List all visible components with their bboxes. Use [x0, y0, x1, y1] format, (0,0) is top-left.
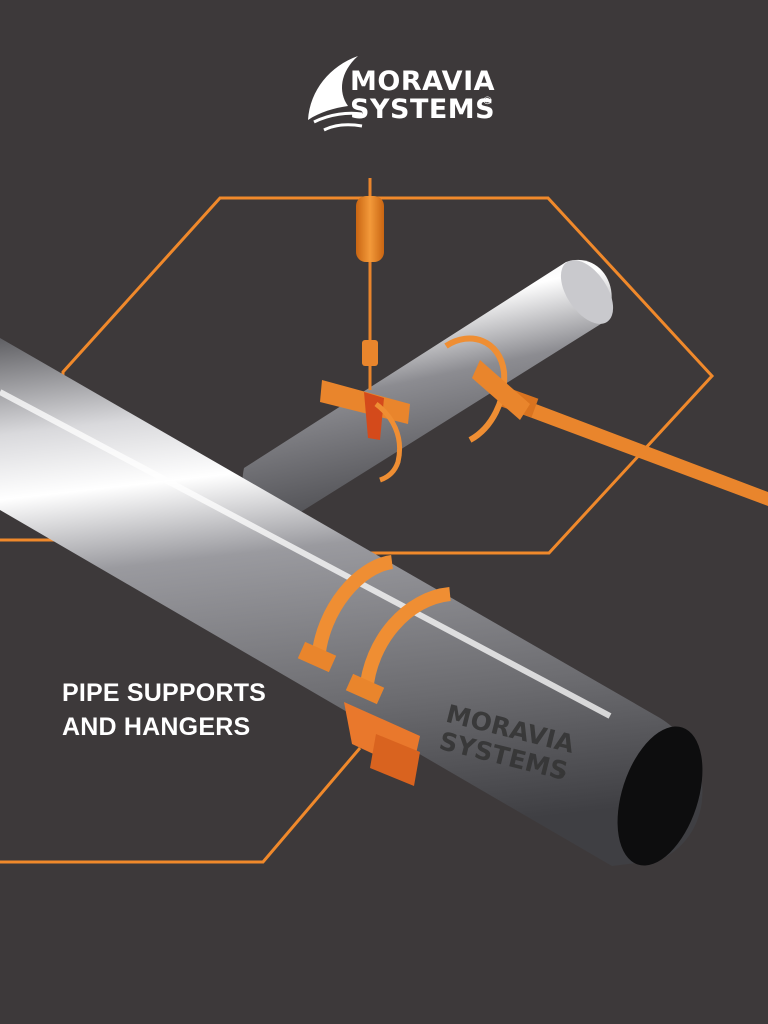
- title-line-1: PIPE SUPPORTS: [62, 679, 267, 707]
- back-pipe: [242, 259, 614, 523]
- company-logo: MORAVIA SYSTEMS ®: [304, 52, 496, 140]
- logo-line-1: MORAVIA: [350, 66, 496, 97]
- title-line-2: AND HANGERS: [62, 713, 251, 741]
- logo-line-2: SYSTEMS: [350, 94, 496, 125]
- logo-sail-icon: [308, 56, 363, 132]
- page-title: PIPE SUPPORTS AND HANGERS: [62, 676, 266, 744]
- back-pipe-clamps: [374, 335, 530, 483]
- registered-mark: ®: [482, 94, 493, 107]
- spring-hanger: [320, 178, 410, 440]
- hexagon-outline-lower: [0, 747, 362, 864]
- sway-strut: [497, 386, 768, 506]
- main-pipe: [0, 338, 703, 866]
- main-pipe-clamps: [297, 555, 452, 786]
